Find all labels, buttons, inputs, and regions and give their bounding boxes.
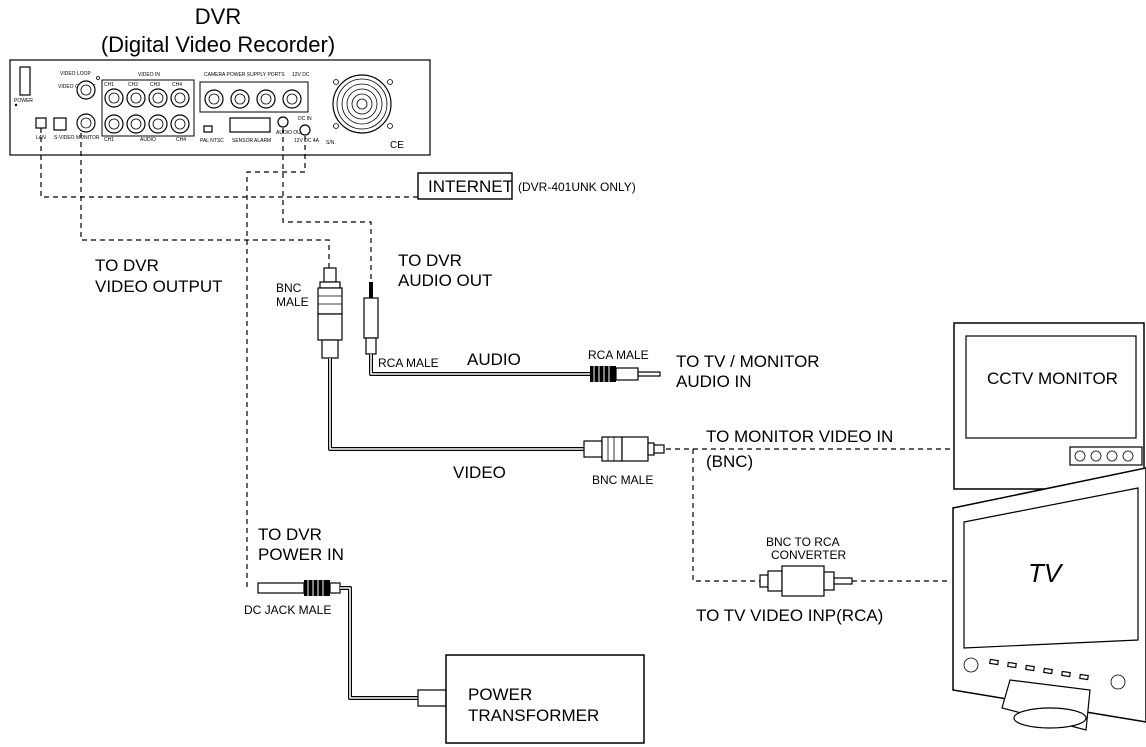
label-alarm: ALARM [254,138,271,144]
label-power-transformer-1: POWER [468,685,532,704]
label-ch1-top: CH1 [104,82,114,88]
sensor-alarm-terminal [229,117,271,133]
video-cable [328,358,584,451]
label-monitor: MONITOR [76,135,100,141]
label-pal-ntsc: PAL NTSC [200,138,224,144]
label-ch1-bottom: CH1 [104,137,114,143]
label-video-loop: VIDEO LOOP [60,71,92,77]
dc-jack-male [257,580,341,596]
rca-plug-right [590,366,661,382]
pal-ntsc-switch [203,125,213,133]
label-sn: S/N. [326,140,336,146]
label-sensor: SENSOR [232,138,254,144]
label-video: VIDEO [453,463,506,482]
internet-line [40,128,418,198]
ce-mark: CE [390,140,404,151]
label-dc-rating: 12V DC 4A [294,138,320,144]
fan-grille [332,74,392,134]
label-ch2-top: CH2 [128,82,138,88]
label-camera-power: CAMERA POWER SUPPLY PORTS [204,72,285,78]
label-to-dvr-power-1: TO DVR [258,525,322,544]
dc-in-jack [299,124,311,136]
label-to-monitor-video-2: (BNC) [706,452,753,471]
bnc-to-rca-converter [759,565,853,597]
label-internet-note: (DVR-401UNK ONLY) [518,180,636,194]
label-bnc-male-1: BNC [276,281,302,295]
lan-port [35,117,47,129]
label-to-tv-audio-1: TO TV / MONITOR [676,352,820,371]
label-rca-male-left: RCA MALE [378,356,439,370]
label-audio-bank: AUDIO [140,137,156,143]
cctv-monitor [953,322,1145,490]
bnc-connector-bottom [583,436,665,462]
label-to-monitor-video-1: TO MONITOR VIDEO IN [706,427,893,446]
label-to-dvr-audio-1: TO DVR [398,251,462,270]
label-cctv-monitor: CCTV MONITOR [987,369,1118,388]
bnc-connector-top [317,267,343,359]
label-audio: AUDIO [467,350,521,369]
rca-plug-top [363,282,379,355]
label-bnc-male-bottom: BNC MALE [592,473,653,487]
power-switch [19,66,31,96]
label-internet: INTERNET [428,177,513,196]
label-rca-male-right: RCA MALE [588,348,649,362]
svideo-port [53,117,67,131]
label-to-tv-audio-2: AUDIO IN [676,372,752,391]
audio-out-line [282,128,372,282]
label-bnc-to-rca-1: BNC TO RCA [766,535,840,549]
video-in-ports [104,88,190,134]
label-video-in: VIDEO IN [138,72,160,78]
audio-out-jack [277,116,289,128]
label-dc-in: DC IN [298,116,312,122]
tv-set [952,467,1146,731]
label-bnc-male-2: MALE [276,295,309,309]
label-ch3-top: CH3 [150,82,160,88]
label-video-output: VIDEO OUTPUT [58,84,96,90]
label-ch4-top: CH4 [172,82,182,88]
power-in-line [246,136,306,588]
label-to-dvr-video-2: VIDEO OUTPUT [95,277,223,296]
label-svideo: S-VIDEO [54,135,75,141]
camera-power-ports [204,89,302,109]
label-power-transformer-2: TRANSFORMER [468,706,599,725]
label-12v-dc: 12V DC [292,72,310,78]
power-transformer [417,654,645,744]
label-audio-out: AUDIO OUT [276,130,304,136]
label-to-dvr-power-2: POWER IN [258,545,344,564]
internet-box [417,172,513,200]
label-tv: TV [1028,558,1064,588]
label-to-dvr-audio-2: AUDIO OUT [398,271,492,290]
label-to-tv-video-inp: TO TV VIDEO INP(RCA) [696,606,883,625]
title-digital-video-recorder: (Digital Video Recorder) [101,32,335,57]
label-to-dvr-video-1: TO DVR [95,256,159,275]
dvr-rear-panel: POWER VIDEO LOOP VIDEO OUTPUT LAN S-VIDE… [9,59,431,156]
label-power: POWER [14,98,33,104]
title-dvr: DVR [195,4,241,29]
power-cable [340,586,418,700]
video-output-line [80,133,330,268]
label-bnc-to-rca-2: CONVERTER [771,548,846,562]
label-dc-jack-male: DC JACK MALE [244,603,331,617]
label-ch4-bottom: CH4 [176,137,186,143]
